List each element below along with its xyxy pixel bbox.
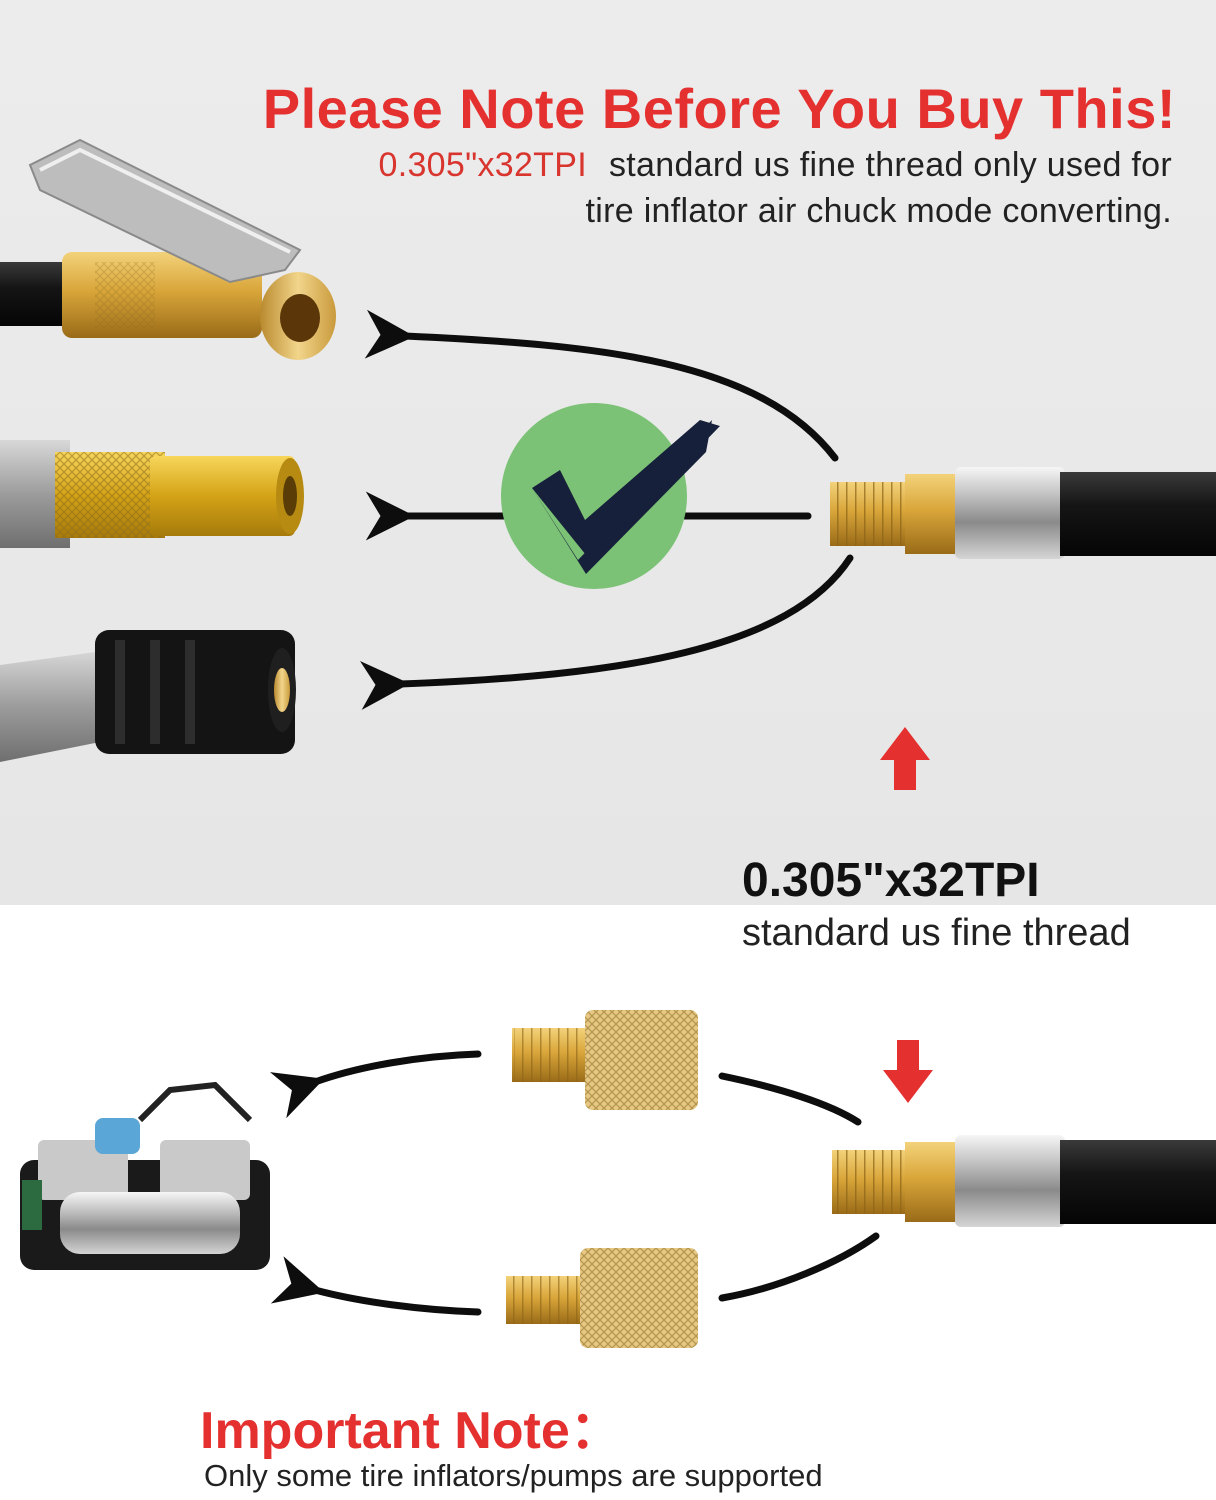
- note-title-text: Important Note: [200, 1402, 570, 1460]
- arrow-down-icon: [883, 1040, 933, 1103]
- headline-mark: !: [1156, 77, 1176, 140]
- check-icon: [501, 403, 720, 589]
- subline-1-text: standard us fine thread only used for: [608, 146, 1172, 184]
- clip-air-chuck: [0, 138, 336, 360]
- arrow-up-icon: [880, 727, 930, 790]
- gold-screw-chuck: [0, 440, 304, 548]
- spec-label-sub: standard us fine thread: [742, 912, 1131, 954]
- conversion-arrows-bottom: [269, 1050, 880, 1316]
- brass-adapter-lower: [506, 1248, 698, 1348]
- note-title-mark: ：: [569, 1402, 622, 1460]
- spec-label-bold: 0.305"x32TPI: [742, 854, 1040, 907]
- black-thread-chuck: [0, 630, 296, 762]
- subline-2: tire inflator air chuck mode converting.: [585, 192, 1172, 230]
- thread-adapter-hose-top: [830, 467, 1216, 559]
- headline: Please Note Before You Buy This!: [263, 76, 1176, 141]
- important-note-title: Important Note：: [200, 1388, 622, 1463]
- subline-1: 0.305"x32TPI standard us fine thread only…: [379, 146, 1172, 185]
- brass-adapter-upper: [512, 1010, 698, 1110]
- thread-adapter-hose-bottom: [832, 1135, 1216, 1227]
- air-compressor-image: [20, 1081, 270, 1270]
- headline-text: Please Note Before You Buy This: [262, 77, 1157, 140]
- important-note-body: Only some tire inflators/pumps are suppo…: [204, 1458, 823, 1493]
- spec-highlight: 0.305"x32TPI: [378, 146, 587, 184]
